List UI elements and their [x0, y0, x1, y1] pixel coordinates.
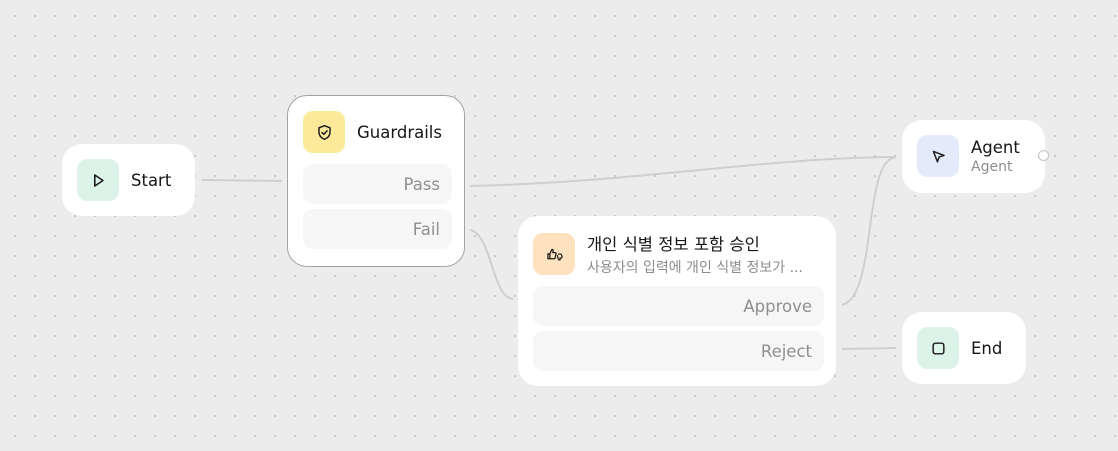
shield-check-icon — [317, 124, 331, 140]
stop-square-icon — [931, 341, 945, 355]
agent-output-handle[interactable] — [1038, 150, 1049, 161]
end-icon-box — [917, 327, 959, 369]
agent-node-subtitle: Agent — [971, 158, 1013, 175]
edge-reject-to-end[interactable] — [841, 347, 897, 350]
agent-node-title: Agent — [971, 137, 1020, 157]
start-icon-box — [77, 159, 119, 201]
end-node[interactable]: End — [902, 312, 1026, 384]
guardrails-port-fail[interactable]: Fail — [303, 209, 452, 249]
edge-start-to-guardrails[interactable] — [201, 179, 283, 182]
approval-node-description: 사용자의 입력에 개인 식별 정보가 ... — [587, 260, 803, 276]
guardrails-icon-box — [303, 111, 345, 153]
guardrails-port-pass[interactable]: Pass — [303, 164, 452, 204]
approval-node-title: 개인 식별 정보 포함 승인 — [587, 235, 760, 254]
start-node[interactable]: Start — [62, 144, 195, 216]
approval-port-reject[interactable]: Reject — [533, 331, 824, 371]
start-node-title: Start — [131, 170, 172, 190]
thumbs-up-down-icon — [546, 248, 563, 261]
edge-fail-to-approval[interactable] — [469, 229, 514, 300]
agent-node[interactable]: Agent Agent — [902, 120, 1045, 193]
end-node-title: End — [971, 338, 1003, 358]
cursor-arrow-icon — [932, 150, 945, 163]
guardrails-node-title: Guardrails — [357, 122, 442, 142]
edge-pass-to-agent[interactable] — [469, 156, 897, 187]
guardrails-node[interactable]: Guardrails Pass Fail — [287, 95, 465, 267]
edge-approve-to-agent[interactable] — [841, 156, 897, 306]
agent-icon-box — [917, 135, 959, 177]
approval-node[interactable]: 개인 식별 정보 포함 승인 사용자의 입력에 개인 식별 정보가 ... Ap… — [518, 216, 836, 386]
play-icon — [93, 173, 104, 187]
approval-icon-box — [533, 233, 575, 275]
approval-port-approve[interactable]: Approve — [533, 286, 824, 326]
